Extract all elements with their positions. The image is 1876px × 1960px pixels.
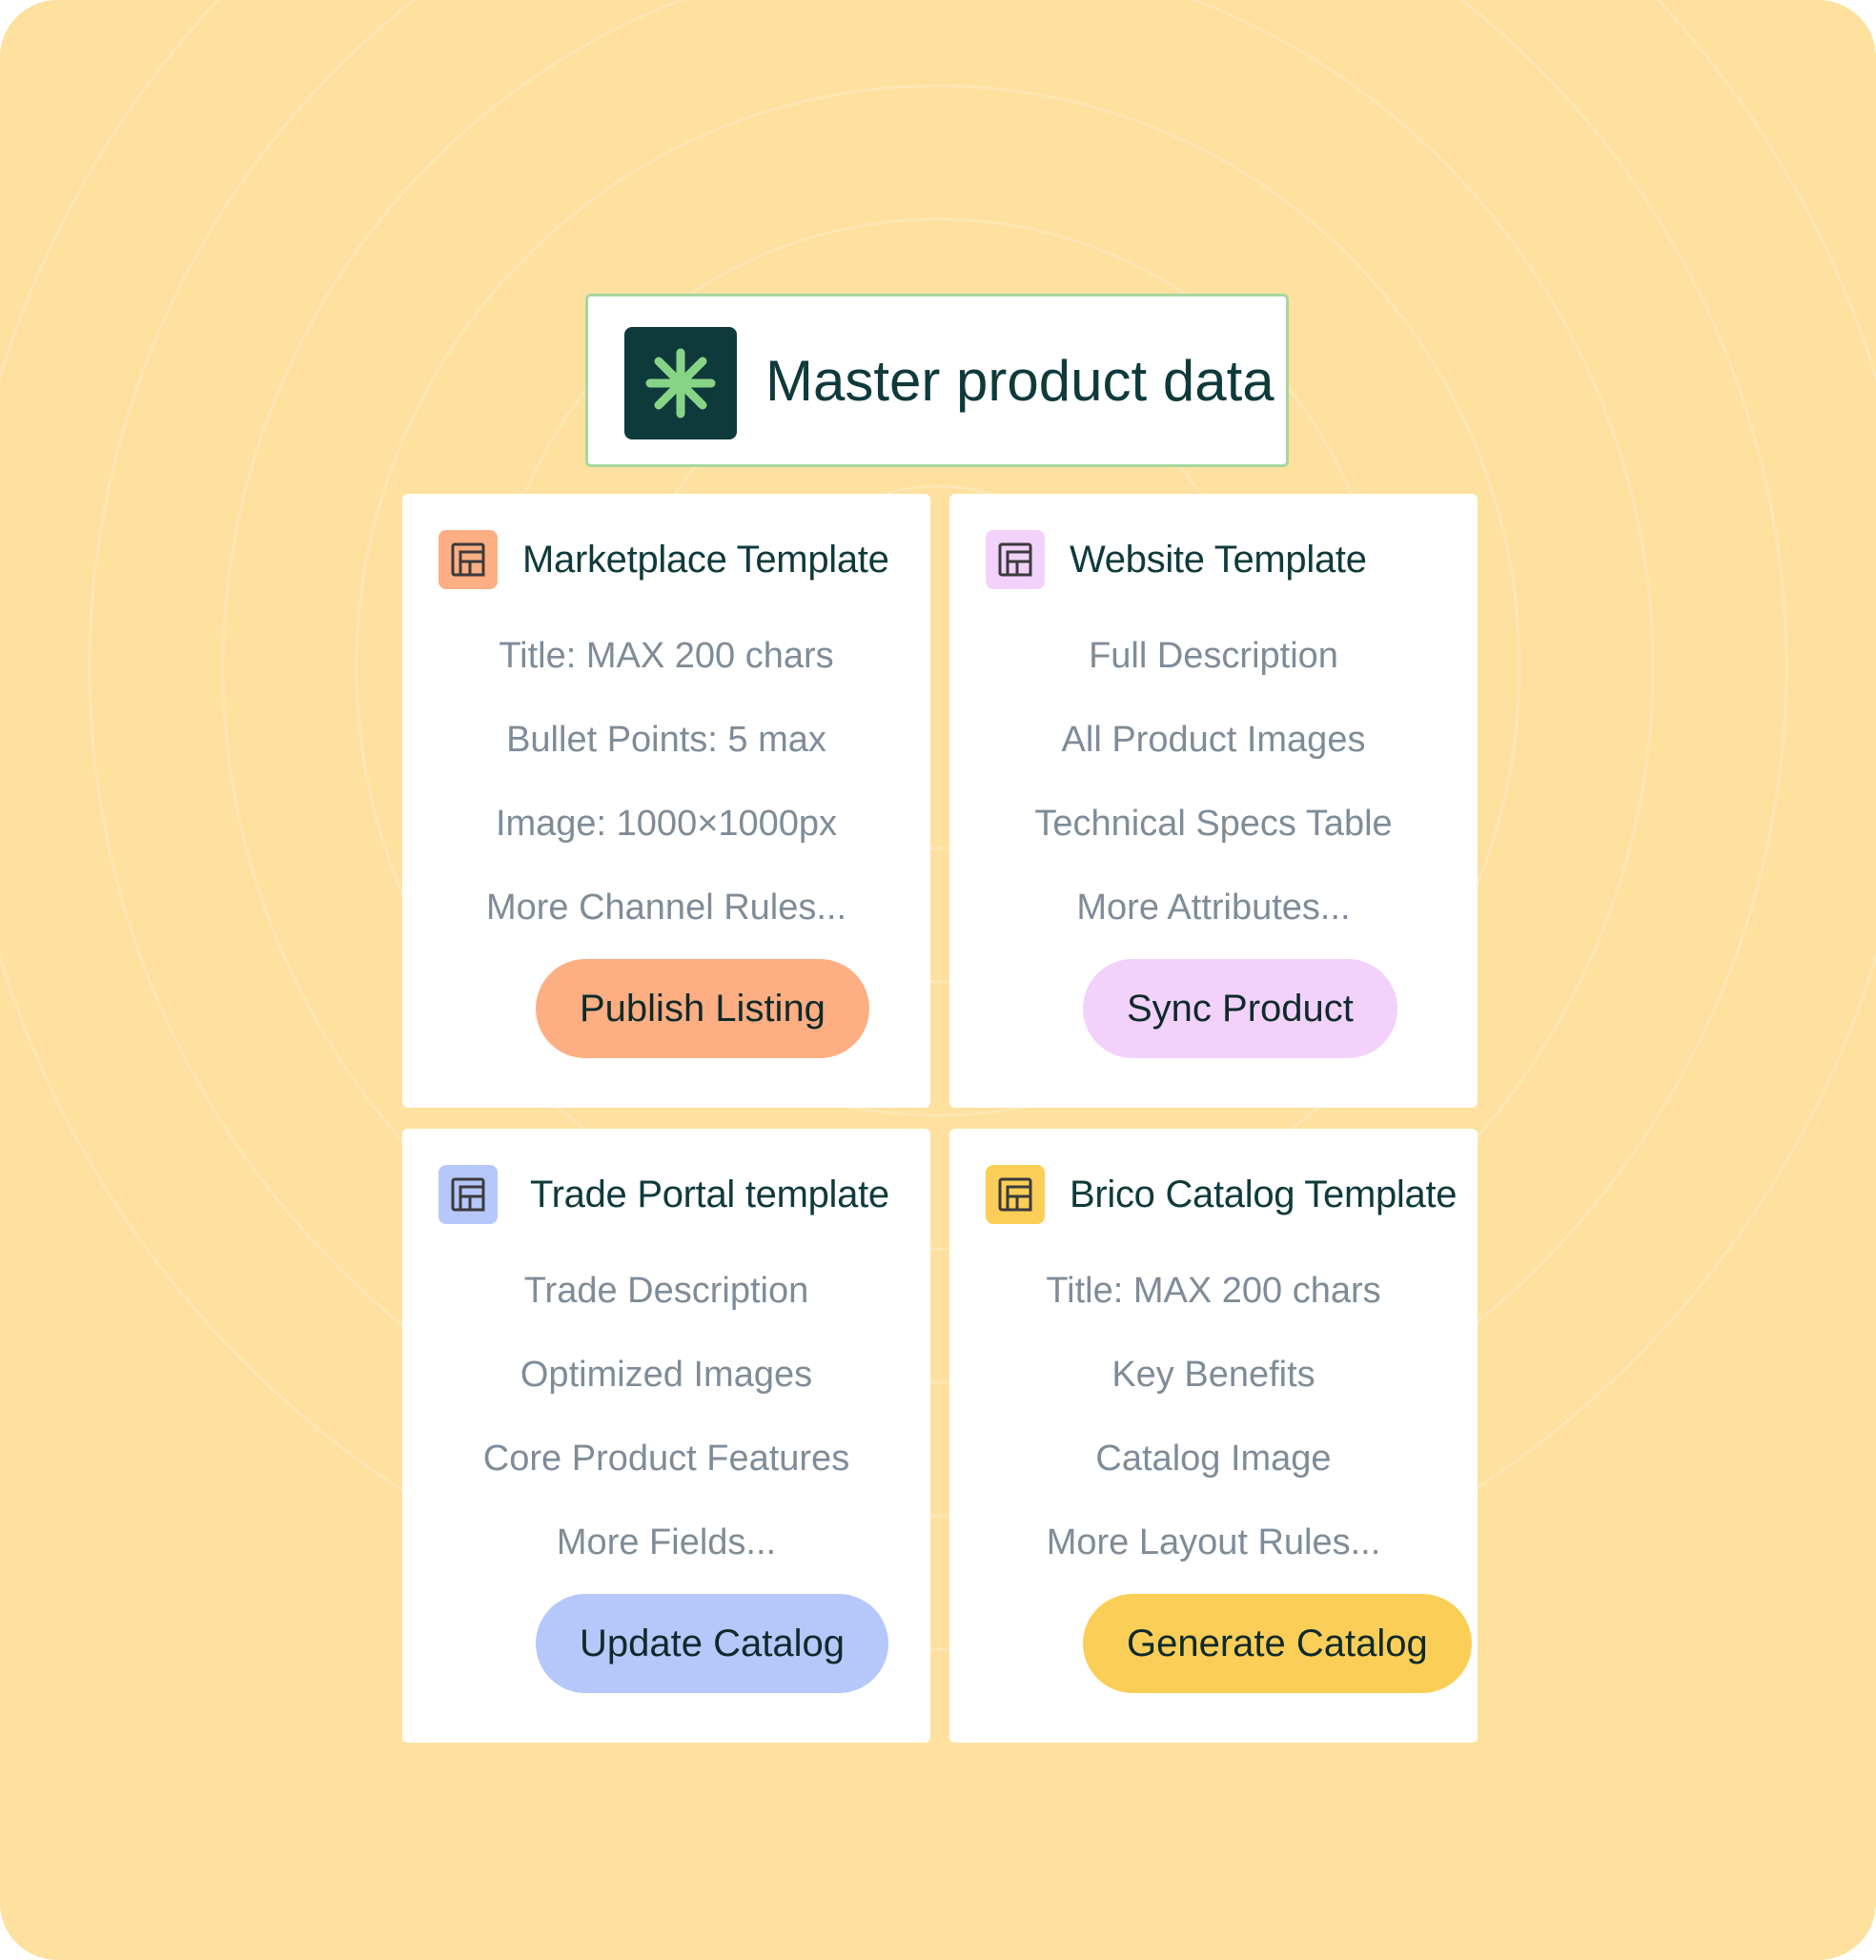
master-product-data-card[interactable]: Master product data xyxy=(585,294,1289,467)
rules-list: Title: MAX 200 chars Key Benefits Catalo… xyxy=(949,1249,1478,1584)
rule-item: Image: 1000×1000px xyxy=(495,804,838,844)
more-rules-link[interactable]: More Attributes... xyxy=(1076,888,1351,928)
card-title: Marketplace Template xyxy=(522,538,889,581)
rule-item: Technical Specs Table xyxy=(1034,804,1393,844)
rule-item: Title: MAX 200 chars xyxy=(1046,1271,1381,1311)
sync-product-button[interactable]: Sync Product xyxy=(1083,959,1397,1058)
card-header: Brico Catalog Template xyxy=(986,1165,1458,1224)
template-layout-icon xyxy=(986,1165,1045,1224)
template-layout-icon xyxy=(438,1165,498,1224)
update-catalog-button[interactable]: Update Catalog xyxy=(536,1594,888,1693)
card-header: Marketplace Template xyxy=(438,530,889,589)
asterisk-logo-icon xyxy=(624,327,737,439)
more-rules-link[interactable]: More Channel Rules... xyxy=(485,888,847,928)
template-layout-icon xyxy=(438,530,498,589)
rule-item: Core Product Features xyxy=(482,1439,850,1479)
rule-item: Bullet Points: 5 max xyxy=(506,720,826,760)
rule-item: Catalog Image xyxy=(1095,1439,1332,1479)
trade-portal-template-card: Trade Portal template Trade Description … xyxy=(402,1129,930,1743)
publish-listing-button[interactable]: Publish Listing xyxy=(536,959,869,1058)
card-title: Trade Portal template xyxy=(530,1173,889,1215)
master-title: Master product data xyxy=(765,348,1274,413)
generate-catalog-button[interactable]: Generate Catalog xyxy=(1083,1594,1472,1693)
card-header: Website Template xyxy=(986,530,1367,589)
card-title: Website Template xyxy=(1070,538,1367,581)
template-layout-icon xyxy=(986,530,1045,589)
rule-item: Title: MAX 200 chars xyxy=(499,636,834,676)
website-template-card: Website Template Full Description All Pr… xyxy=(949,494,1478,1108)
card-title: Brico Catalog Template xyxy=(1070,1173,1458,1215)
more-rules-link[interactable]: More Fields... xyxy=(556,1522,777,1562)
rule-item: Trade Description xyxy=(523,1271,809,1311)
marketplace-template-card: Marketplace Template Title: MAX 200 char… xyxy=(402,494,930,1108)
brico-catalog-template-card: Brico Catalog Template Title: MAX 200 ch… xyxy=(949,1129,1478,1743)
rule-item: All Product Images xyxy=(1061,720,1366,760)
rule-item: Key Benefits xyxy=(1111,1355,1315,1395)
rules-list: Full Description All Product Images Tech… xyxy=(949,614,1478,949)
more-rules-link[interactable]: More Layout Rules... xyxy=(1046,1522,1381,1562)
card-header: Trade Portal template xyxy=(438,1165,889,1224)
rules-list: Title: MAX 200 chars Bullet Points: 5 ma… xyxy=(402,614,930,949)
rules-list: Trade Description Optimized Images Core … xyxy=(402,1249,930,1584)
rule-item: Full Description xyxy=(1089,636,1338,676)
rule-item: Optimized Images xyxy=(520,1355,813,1395)
